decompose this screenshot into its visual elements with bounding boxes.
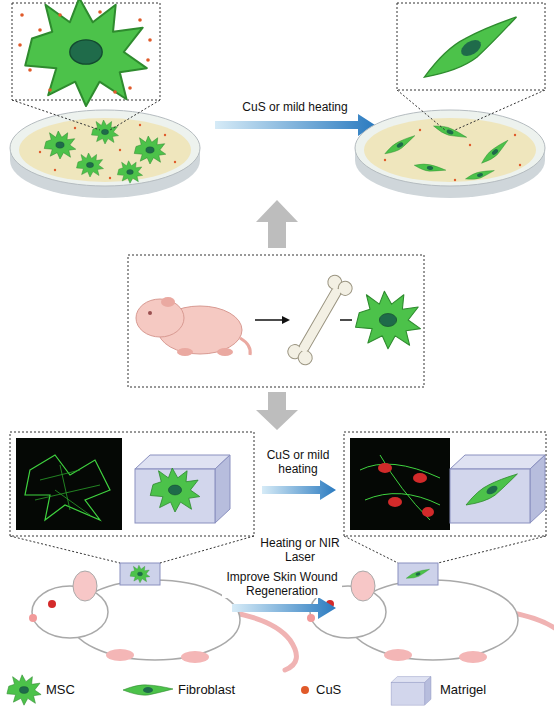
process-arrow [262, 480, 336, 500]
legend-icon [7, 675, 41, 705]
legend-text: Fibroblast [178, 682, 235, 697]
block-arrow [256, 200, 298, 248]
micrograph [16, 438, 122, 530]
arrow-label: Improve Skin Wound Regeneration [222, 570, 342, 598]
dish-right [355, 110, 545, 198]
matrigel-patch [120, 563, 160, 585]
callout-box [128, 255, 424, 387]
legend-icon [301, 686, 309, 694]
process-arrow [232, 597, 336, 619]
micrograph [350, 438, 450, 530]
legend-icon [391, 677, 431, 706]
bone [285, 273, 355, 367]
dish-left [10, 110, 200, 198]
process-arrow [215, 114, 375, 136]
arrow-label: Heating or NIR Laser [258, 536, 342, 564]
legend-text: Matrigel [440, 682, 486, 697]
legend-text: MSC [46, 682, 75, 697]
arrow-label: CuS or mild heating [255, 448, 341, 476]
callout-box [397, 3, 545, 90]
legend-text: CuS [316, 682, 341, 697]
mouse-pup [136, 297, 250, 356]
rat [307, 571, 554, 670]
callout-box [344, 432, 546, 536]
callout-box [10, 432, 254, 536]
block-arrow [256, 392, 298, 430]
legend-icon [123, 685, 173, 695]
arrow-label: CuS or mild heating [215, 100, 375, 114]
matrigel-patch [398, 563, 438, 585]
